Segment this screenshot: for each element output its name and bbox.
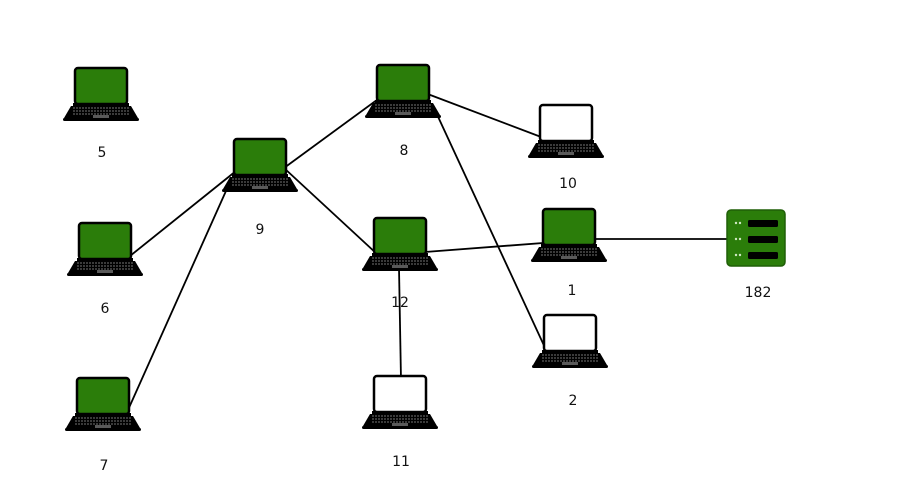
laptop-screen (73, 66, 129, 106)
laptop-screen (538, 103, 594, 143)
edge-9-8 (283, 93, 386, 169)
laptop-node-5[interactable]: 5 (63, 66, 139, 161)
laptop-screen (232, 137, 288, 177)
edge-8-10 (424, 92, 558, 144)
node-label: 10 (559, 176, 577, 192)
edge-8-2 (433, 107, 548, 353)
laptop-keyboard (366, 103, 440, 115)
laptop-node-11[interactable]: 11 (362, 374, 438, 470)
server-slot (748, 252, 778, 259)
laptop-screen (372, 216, 428, 256)
node-label: 9 (256, 222, 265, 238)
laptop-keyboard (529, 143, 603, 155)
laptop-screen (75, 376, 131, 416)
laptop-keyboard (363, 256, 437, 268)
node-label: 12 (391, 295, 409, 311)
laptop-node-7[interactable]: 7 (65, 376, 141, 474)
laptop-icon (528, 103, 604, 158)
laptop-icon (531, 207, 607, 262)
laptop-icon (362, 374, 438, 429)
edge-7-9 (127, 181, 231, 411)
laptop-keyboard (66, 416, 140, 428)
laptop-node-12[interactable]: 12 (362, 216, 438, 311)
edge-6-9 (129, 170, 237, 257)
laptop-screen (542, 313, 598, 353)
laptop-keyboard (532, 247, 606, 259)
laptop-icon (65, 376, 141, 431)
laptop-icon (365, 63, 441, 118)
laptop-keyboard (68, 261, 142, 273)
laptop-screen (372, 374, 428, 414)
laptop-node-2[interactable]: 2 (532, 313, 608, 409)
laptop-node-8[interactable]: 8 (365, 63, 441, 159)
edge-9-12 (283, 167, 378, 255)
node-label: 2 (569, 393, 578, 409)
laptop-node-6[interactable]: 6 (67, 221, 143, 317)
laptop-node-9[interactable]: 9 (222, 137, 298, 238)
laptop-keyboard (223, 177, 297, 189)
laptop-icon (362, 216, 438, 271)
server-node-182[interactable]: 182 (726, 209, 786, 301)
edge-12-1 (424, 241, 557, 253)
server-slot (748, 220, 778, 227)
laptop-node-10[interactable]: 10 (528, 103, 604, 192)
node-label: 7 (100, 458, 109, 474)
laptop-screen (541, 207, 597, 247)
node-label: 1 (568, 283, 577, 299)
node-label: 6 (101, 301, 110, 317)
server-icon (726, 209, 786, 267)
edge-12-11 (398, 267, 402, 381)
node-label: 5 (98, 145, 107, 161)
laptop-node-1[interactable]: 1 (531, 207, 607, 299)
laptop-keyboard (64, 106, 138, 118)
laptop-screen (375, 63, 431, 103)
laptop-icon (67, 221, 143, 276)
laptop-keyboard (533, 353, 607, 365)
server-slot (748, 236, 778, 243)
laptop-keyboard (363, 414, 437, 426)
edges-layer (127, 92, 730, 411)
node-label: 11 (392, 454, 410, 470)
laptop-icon (532, 313, 608, 368)
node-label: 8 (400, 143, 409, 159)
laptop-icon (222, 137, 298, 192)
laptop-icon (63, 66, 139, 121)
node-label: 182 (745, 285, 772, 301)
laptop-screen (77, 221, 133, 261)
